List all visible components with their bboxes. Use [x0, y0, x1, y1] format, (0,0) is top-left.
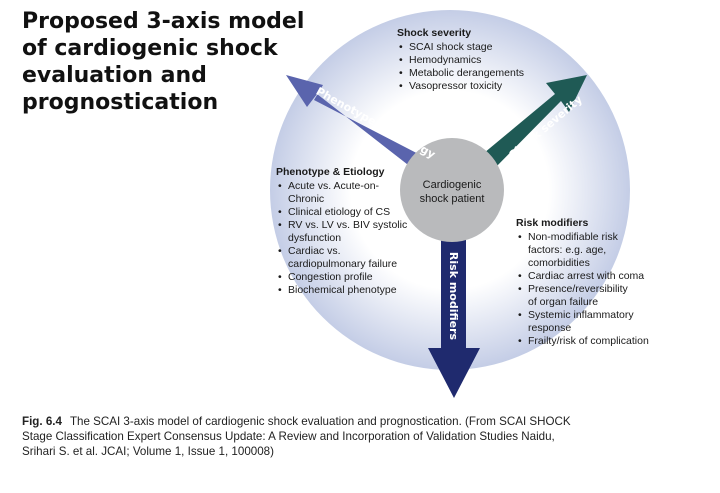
title-line: evaluation and	[22, 63, 207, 88]
center-circle	[400, 138, 504, 242]
risk-modifiers-heading: Risk modifiers	[516, 217, 589, 229]
list-item: Metabolic derangements	[397, 67, 524, 80]
caption-line: Stage Classification Expert Consensus Up…	[22, 430, 555, 443]
center-label: Cardiogenic shock patient	[399, 178, 505, 206]
figure-caption: Fig. 6.4 The SCAI 3-axis model of cardiog…	[22, 414, 702, 459]
list-item-text: Chronic	[288, 193, 325, 205]
list-item-text: Systemic inflammatory	[528, 309, 634, 321]
shock-severity-arrow	[478, 75, 587, 172]
phenotype-arrow	[286, 75, 430, 175]
list-item-text: factors: e.g. age,	[528, 244, 607, 256]
list-item-text: Biochemical phenotype	[288, 284, 397, 296]
list-item: Congestion profile	[276, 271, 407, 284]
risk-modifiers-arrow	[428, 238, 480, 398]
list-item: Acute vs. Acute-on- Chronic	[276, 180, 407, 206]
list-item-text: Non-modifiable risk	[528, 231, 618, 243]
list-item-text: response	[528, 322, 572, 334]
list-item-text: Cardiac arrest with coma	[528, 270, 645, 282]
list-item: RV vs. LV vs. BIV systolic dysfunction	[276, 219, 407, 245]
figure-title: Proposed 3-axis model of cardiogenic sho…	[22, 8, 322, 116]
shock-severity-list: SCAI shock stage Hemodynamics Metabolic …	[397, 41, 524, 93]
list-item: Presence/reversibility of organ failure	[516, 283, 649, 309]
list-item: Clinical etiology of CS	[276, 206, 407, 219]
caption-line: Fig. 6.4 The SCAI 3-axis model of cardiog…	[22, 414, 702, 429]
caption-line: Srihari S. et al. JCAI; Volume 1, Issue …	[22, 445, 274, 458]
title-line: Proposed 3-axis model	[22, 9, 305, 34]
phenotype-panel: Phenotype & Etiology Acute vs. Acute-on-…	[276, 166, 407, 297]
list-item-text: SCAI shock stage	[409, 41, 493, 53]
phenotype-heading: Phenotype & Etiology	[276, 166, 385, 178]
list-item-text: Congestion profile	[288, 271, 373, 283]
list-item-text: cardiopulmonary failure	[288, 258, 398, 270]
list-item-text: Frailty/risk of complication	[528, 335, 649, 347]
center-label-line: Cardiogenic	[422, 179, 482, 191]
list-item: Systemic inflammatory response	[516, 309, 649, 335]
list-item: Cardiac vs. cardiopulmonary failure	[276, 245, 407, 271]
list-item-text: of organ failure	[528, 296, 599, 308]
list-item-text: RV vs. LV vs. BIV systolic	[288, 219, 408, 231]
figure: Phenotype & Etiology Shock severity Risk…	[0, 0, 720, 410]
title-line: prognostication	[22, 90, 219, 115]
list-item-text: Hemodynamics	[409, 54, 482, 66]
list-item-text: Acute vs. Acute-on-	[288, 180, 380, 192]
list-item-text: dysfunction	[288, 232, 342, 244]
risk-modifiers-panel: Risk modifiers Non-modifiable risk facto…	[516, 217, 649, 348]
phenotype-list: Acute vs. Acute-on- Chronic Clinical eti…	[276, 180, 407, 297]
figure-number: Fig. 6.4	[22, 415, 62, 428]
list-item-text: comorbidities	[528, 257, 590, 269]
list-item: Vasopressor toxicity	[397, 80, 524, 93]
list-item-text: Metabolic derangements	[409, 67, 524, 79]
risk-modifiers-list: Non-modifiable risk factors: e.g. age, c…	[516, 231, 649, 348]
risk-modifiers-arrow-label: Risk modifiers	[447, 252, 460, 341]
list-item: Frailty/risk of complication	[516, 335, 649, 348]
list-item-text: Cardiac vs.	[288, 245, 341, 257]
list-item: Biochemical phenotype	[276, 284, 407, 297]
title-line: of cardiogenic shock	[22, 36, 278, 61]
center-label-line: shock patient	[419, 193, 485, 205]
list-item-text: Presence/reversibility	[528, 283, 628, 295]
caption-text: The SCAI 3-axis model of cardiogenic sho…	[69, 415, 571, 428]
list-item-text: Clinical etiology of CS	[288, 206, 391, 218]
list-item-text: Vasopressor toxicity	[409, 80, 503, 92]
list-item: Cardiac arrest with coma	[516, 270, 649, 283]
list-item: Hemodynamics	[397, 54, 524, 67]
list-item: SCAI shock stage	[397, 41, 524, 54]
list-item: Non-modifiable risk factors: e.g. age, c…	[516, 231, 649, 270]
shock-severity-heading: Shock severity	[397, 27, 472, 39]
shock-severity-panel: Shock severity SCAI shock stage Hemodyna…	[397, 27, 524, 93]
